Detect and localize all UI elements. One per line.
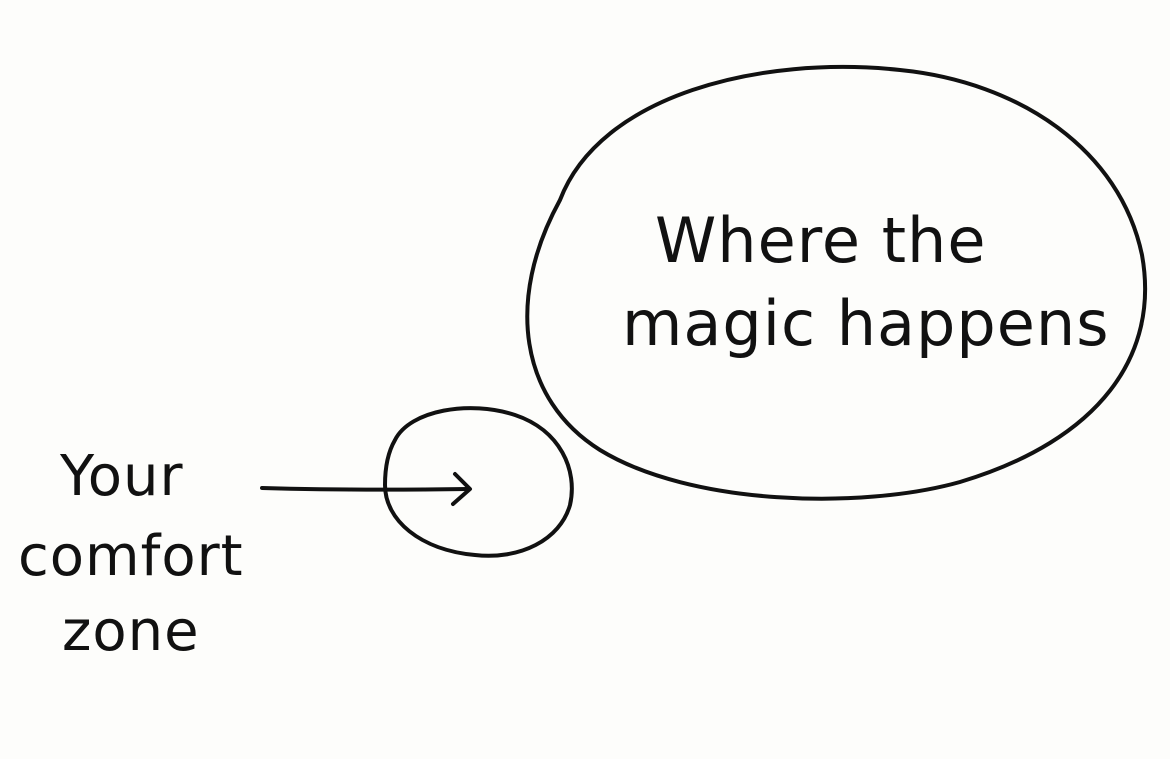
comfort-zone-label-line1: Your [59, 444, 184, 509]
comfort-zone-circle [383, 406, 574, 558]
magic-zone-blob [525, 64, 1148, 501]
arrow-head [451, 472, 472, 506]
magic-zone-label-line1: Where the [655, 204, 986, 277]
comfort-zone-label-line3: zone [62, 599, 200, 664]
magic-zone-label-line2: magic happens [622, 287, 1110, 360]
arrow-line [260, 486, 470, 492]
comfort-zone-label-line2: comfort [18, 524, 244, 589]
